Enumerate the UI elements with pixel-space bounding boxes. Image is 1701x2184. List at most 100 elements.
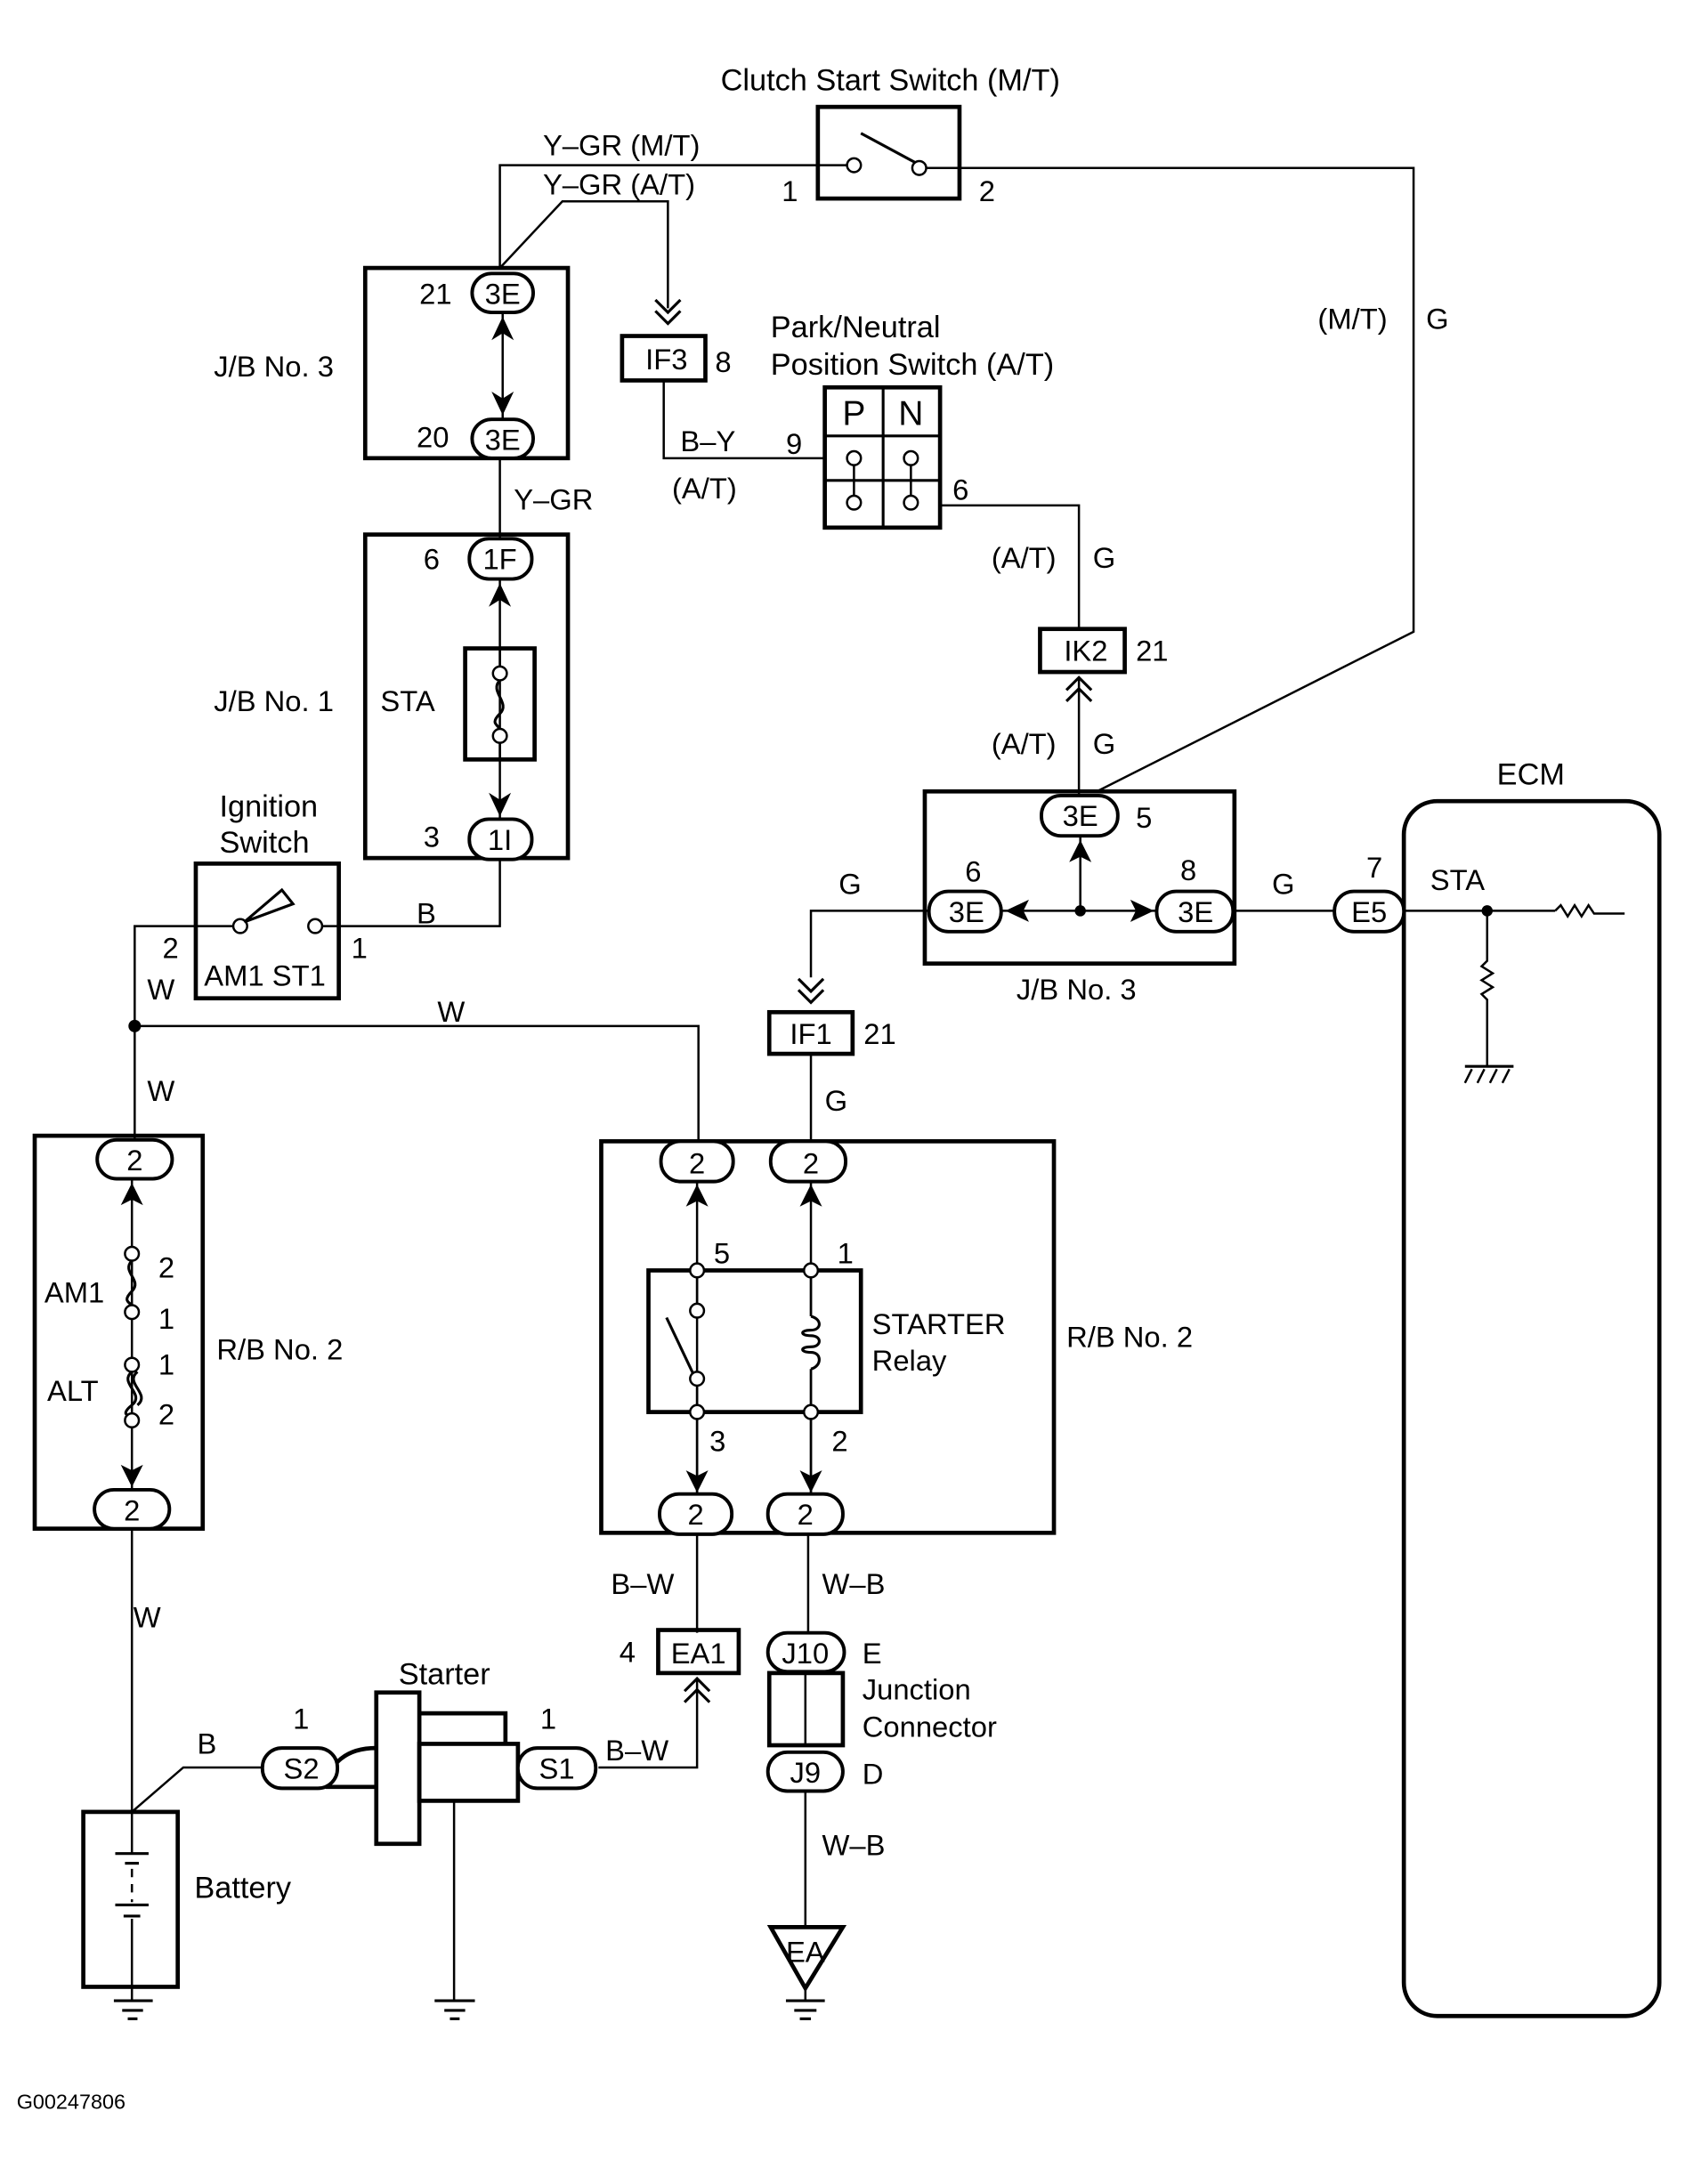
pn-col-n: N [898, 394, 923, 433]
ignition-key-blade-icon [243, 887, 296, 924]
wire-label: W [134, 1600, 161, 1633]
pin-label: 6 [965, 855, 981, 888]
pin-label: 5 [1136, 801, 1152, 834]
wire-label: G [825, 1084, 847, 1117]
connector-3e-8 [1154, 889, 1235, 934]
wire-label: (A/T) [672, 472, 737, 505]
wire-label: (M/T) [1317, 303, 1387, 336]
rb2-left-box [32, 1133, 206, 1531]
pn-switch-title-1: Park/Neutral [771, 311, 941, 344]
pin-label: 2 [163, 931, 179, 964]
wire-label: B–W [605, 1734, 668, 1767]
pin-label: 21 [419, 278, 451, 311]
fuse-terminal-icon [124, 1412, 141, 1429]
relay-terminal-icon [802, 1403, 820, 1420]
ignition-switch-body [193, 861, 341, 1001]
rb2-left-label: R/B No. 2 [216, 1332, 343, 1365]
wire-label: W [147, 1074, 174, 1107]
connector-code: 2 [124, 1493, 140, 1526]
ignition-title-1: Ignition [219, 789, 318, 823]
junction-connector: J10 E J9 D Junction Connector [765, 1630, 997, 1793]
relay-name-1: STARTER [872, 1307, 1006, 1340]
wire-b-ign [321, 859, 501, 927]
ecm-title: ECM [1497, 757, 1565, 791]
resistor-icon [1479, 910, 1495, 1067]
wire-label: W [437, 995, 465, 1028]
pn-switch-title-2: Position Switch (A/T) [771, 348, 1054, 382]
wire-label: W [147, 973, 174, 1006]
arrow-up-icon [489, 583, 512, 607]
wire-label: G [1272, 868, 1294, 901]
pin-label: 5 [714, 1237, 730, 1270]
fuse-icon [493, 679, 505, 731]
connector-code: 2 [803, 1146, 819, 1179]
pn-col-p: P [842, 394, 865, 433]
chassis-ground-hatch [1463, 1068, 1511, 1084]
starter-relay-block: R/B No. 2 2 2 STARTER Relay 5 1 3 2 2 2 [599, 1139, 1193, 1536]
pin-label: 21 [1136, 635, 1168, 667]
park-neutral-position-switch: Park/Neutral Position Switch (A/T) P N 9… [771, 311, 1054, 530]
fuse-alt-icon [124, 1371, 143, 1417]
connector-code: 2 [689, 1146, 705, 1179]
battery-body [81, 1809, 181, 1989]
pin-label: 1 [158, 1302, 174, 1335]
wire-label: (A/T) [992, 541, 1057, 574]
splice-dot [1074, 905, 1086, 917]
relay-terminal-icon [689, 1262, 706, 1279]
jb3-lower-box [922, 789, 1237, 967]
ea1-box [656, 1628, 741, 1676]
switch-contact-icon [903, 449, 919, 466]
pin-label: 1 [540, 1702, 556, 1735]
wire-w-bus [134, 1024, 700, 1142]
wire-label: Y–GR (A/T) [543, 167, 695, 200]
starter-solenoid [419, 1711, 508, 1744]
fuse-am1-icon [126, 1259, 137, 1307]
connector-code: 2 [687, 1498, 703, 1531]
pin-label: 1 [352, 931, 368, 964]
jb1-box [362, 532, 571, 861]
wire-label: W–B [822, 1567, 886, 1600]
pin-label: 3 [709, 1424, 725, 1457]
pin-label: D [863, 1758, 884, 1791]
arrow-right-icon [1130, 899, 1154, 922]
relay-switch-blade-icon [665, 1316, 694, 1374]
wire-label: G [1093, 727, 1115, 760]
resistor-icon [1554, 902, 1625, 919]
ground-point-ea: EA [766, 1925, 847, 2020]
wire-label: G [838, 868, 861, 901]
connector-code: E5 [1351, 895, 1387, 928]
connector-code: IF3 [645, 343, 687, 376]
starter-motor: Starter S2 1 S1 1 [260, 1657, 598, 2020]
male-connector-icon [797, 977, 825, 1005]
starter-body [417, 1742, 521, 1803]
wire-label: B–W [611, 1567, 674, 1600]
connector-if1: IF1 21 G [766, 977, 896, 1142]
pin-label: 6 [952, 473, 968, 506]
relay-coil-icon [801, 1314, 821, 1371]
ignition-switch: Ignition Switch AM1 ST1 2 1 [163, 789, 368, 1001]
rb2-relay-label: R/B No. 2 [1066, 1320, 1193, 1353]
arrow-up-icon [491, 316, 514, 341]
pin-label: 1 [782, 174, 798, 207]
ecm-terminal-sta: STA [1430, 863, 1485, 896]
connector-3e-21 [470, 271, 535, 314]
switch-contact-icon [846, 157, 863, 174]
connector-2-bl [658, 1492, 734, 1536]
relay-contact-icon [689, 1302, 706, 1319]
jb3-upper-label: J/B No. 3 [214, 350, 334, 383]
ignition-terminals: AM1 ST1 [204, 959, 326, 992]
connector-code: 3E [1178, 895, 1213, 928]
wire-label: B–Y [680, 425, 735, 457]
wire-label: B [198, 1727, 217, 1759]
clutch-start-switch: Clutch Start Switch (M/T) 1 2 [721, 63, 1060, 207]
ecm: ECM E5 7 STA [1332, 757, 1662, 2018]
fuse-terminal-icon [491, 665, 508, 682]
fuse-label: ALT [47, 1374, 99, 1407]
relay-block-2-fuses: R/B No. 2 2 AM1 2 1 ALT 1 2 2 [32, 1133, 343, 1531]
wire-label: W–B [822, 1828, 886, 1861]
arrow-up-icon [799, 1184, 822, 1207]
connector-code: J10 [782, 1637, 829, 1670]
pin-label: 20 [417, 420, 449, 453]
connector-code: S1 [539, 1751, 575, 1784]
ecm-body [1401, 798, 1662, 2018]
